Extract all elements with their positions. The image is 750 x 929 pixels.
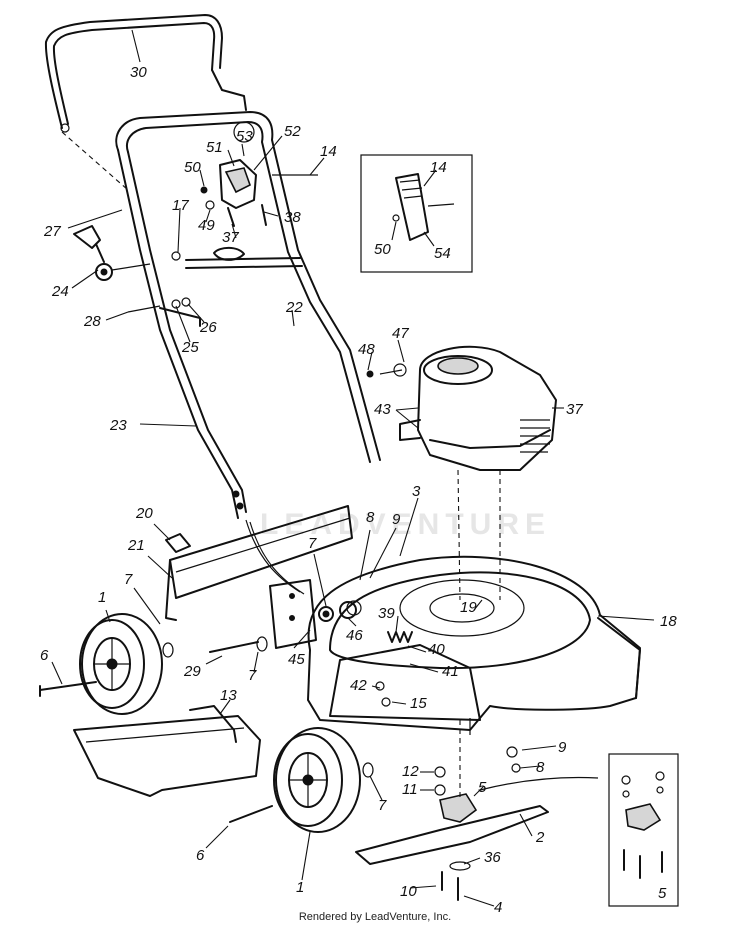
part-label-18: 18 [660, 613, 677, 630]
part-label-37: 37 [566, 401, 583, 418]
part-label-2: 2 [535, 829, 545, 846]
rear-wheel [39, 613, 268, 715]
part-label-6: 6 [40, 647, 49, 664]
part-label-54: 54 [434, 245, 451, 262]
part-label-13: 13 [220, 687, 237, 704]
part-label-43: 43 [374, 401, 391, 418]
part-label-21: 21 [127, 537, 145, 554]
part-label-12: 12 [402, 763, 419, 780]
part-label-20: 20 [135, 505, 153, 522]
part-label-3: 3 [412, 483, 421, 500]
part-label-40: 40 [428, 641, 445, 658]
part-label-6: 6 [196, 847, 205, 864]
part-label-8: 8 [366, 509, 375, 526]
part-label-48: 48 [358, 341, 375, 358]
part-label-50: 50 [374, 241, 391, 258]
mower-deck [307, 555, 641, 735]
part-label-41: 41 [442, 663, 459, 680]
part-label-7: 7 [248, 667, 257, 684]
part-label-22: 22 [285, 299, 303, 316]
part-label-1: 1 [296, 879, 304, 896]
part-label-9: 9 [558, 739, 567, 756]
part-label-51: 51 [206, 139, 223, 156]
inset-bracket-detail [360, 154, 473, 273]
part-label-29: 29 [183, 663, 201, 680]
part-label-39: 39 [378, 605, 395, 622]
part-label-53: 53 [236, 128, 253, 145]
part-label-52: 52 [284, 123, 301, 140]
control-bracket [200, 121, 318, 261]
lower-handle [115, 111, 381, 595]
grass-deflector [73, 705, 261, 797]
part-label-10: 10 [400, 883, 417, 900]
front-wheel [229, 727, 374, 833]
part-label-28: 28 [83, 313, 101, 330]
part-label-38: 38 [284, 209, 301, 226]
inset-blade-adapter [608, 753, 679, 907]
part-label-30: 30 [130, 64, 147, 81]
part-label-23: 23 [109, 417, 127, 434]
part-label-27: 27 [43, 223, 61, 240]
leader-lines [51, 29, 655, 907]
part-label-7: 7 [124, 571, 133, 588]
part-label-50: 50 [184, 159, 201, 176]
part-label-42: 42 [350, 677, 367, 694]
engine [366, 345, 557, 601]
part-label-9: 9 [392, 511, 401, 528]
part-label-7: 7 [378, 797, 387, 814]
part-label-15: 15 [410, 695, 427, 712]
part-label-5: 5 [478, 779, 487, 796]
part-label-19: 19 [460, 599, 477, 616]
part-label-4: 4 [494, 899, 502, 916]
part-label-25: 25 [181, 339, 199, 356]
rear-shield [165, 505, 357, 649]
part-label-37: 37 [222, 229, 239, 246]
part-label-47: 47 [392, 325, 409, 342]
part-label-36: 36 [484, 849, 501, 866]
part-label-11: 11 [402, 781, 418, 798]
part-label-24: 24 [51, 283, 69, 300]
part-label-14: 14 [430, 159, 447, 176]
part-label-14: 14 [320, 143, 337, 160]
part-label-46: 46 [346, 627, 363, 644]
upper-handle [44, 14, 247, 191]
part-label-7: 7 [308, 535, 317, 552]
part-label-26: 26 [199, 319, 217, 336]
part-label-8: 8 [536, 759, 545, 776]
handle-knob [73, 225, 191, 313]
part-label-17: 17 [172, 197, 189, 214]
part-label-5: 5 [658, 885, 667, 902]
footer-credit: Rendered by LeadVenture, Inc. [298, 911, 452, 923]
part-label-49: 49 [198, 217, 215, 234]
part-label-1: 1 [98, 589, 106, 606]
blade-assembly [355, 720, 599, 901]
watermark: LEADVENTURE [260, 508, 552, 541]
part-label-45: 45 [288, 651, 305, 668]
